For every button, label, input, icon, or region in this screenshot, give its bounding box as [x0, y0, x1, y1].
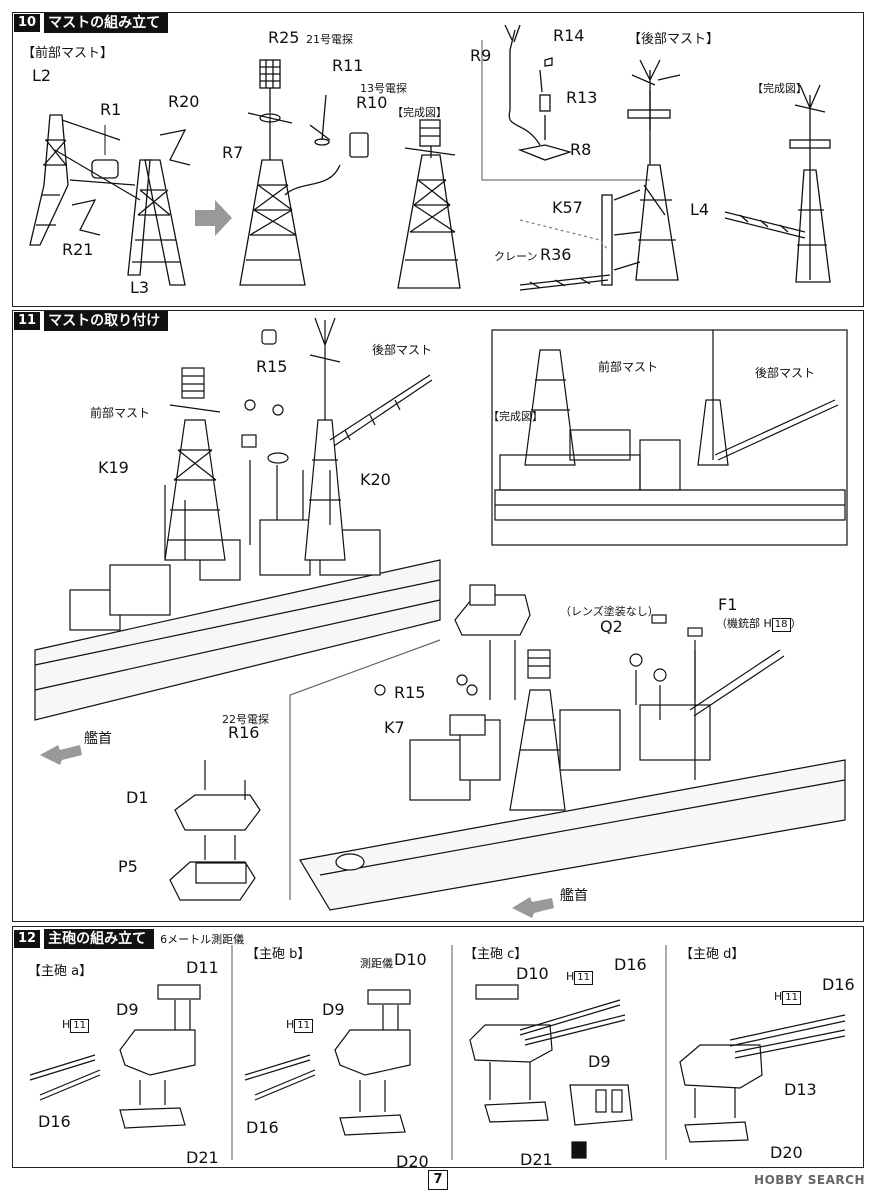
part-L2: L2 — [32, 66, 52, 85]
lens-note: （レンズ塗装なし） — [560, 605, 659, 618]
front-mast-label: 【前部マスト】 — [22, 46, 114, 61]
part-D21-c: D21 — [520, 1150, 553, 1169]
part-R25: R25 — [268, 28, 300, 47]
part-D1: D1 — [126, 788, 149, 807]
part-R7: R7 — [222, 143, 244, 162]
part-D13-d: D13 — [784, 1080, 817, 1099]
part-R13: R13 — [566, 88, 598, 107]
part-D21-a: D21 — [186, 1148, 219, 1167]
front-mast-label-completed: 前部マスト — [598, 360, 659, 374]
part-D10-b: D10 — [394, 950, 427, 969]
part-F1: F1 — [718, 595, 738, 614]
page-number: 7 — [428, 1170, 448, 1190]
bow-label-lower: 艦首 — [560, 888, 588, 904]
completed-label-rear: 【完成図】 — [752, 82, 807, 95]
rear-mast-label: 【後部マスト】 — [628, 32, 720, 47]
section-number: 12 — [14, 930, 41, 948]
part-R10: R10 — [356, 93, 388, 112]
radar-22-note: 22号電探 — [222, 713, 269, 726]
section-number: 10 — [14, 14, 41, 32]
mast-installation-diagram — [34, 317, 848, 918]
section-number: 11 — [14, 312, 41, 330]
section-10-divider — [481, 40, 650, 181]
completed-label: 【完成図】 — [488, 410, 543, 423]
part-R1: R1 — [100, 100, 122, 119]
section-title: マストの組み立て — [44, 13, 169, 33]
part-L3: L3 — [130, 278, 150, 297]
main-gun-assembly-diagram — [29, 945, 846, 1160]
part-D16-a: D16 — [38, 1112, 71, 1131]
part-R8: R8 — [570, 140, 592, 159]
part-R20: R20 — [168, 92, 200, 111]
section-subtitle: 6メートル測距儀 — [160, 933, 245, 946]
part-D16-d: D16 — [822, 975, 855, 994]
watermark: HOBBY SEARCH — [754, 1173, 865, 1187]
part-D9-a: D9 — [116, 1000, 139, 1019]
part-D16-c: D16 — [614, 955, 647, 974]
part-R15-lower: R15 — [394, 683, 426, 702]
turret-c-label: 【主砲 c】 — [464, 947, 528, 962]
part-R15: R15 — [256, 357, 288, 376]
part-K19: K19 — [98, 458, 129, 477]
part-D20-d: D20 — [770, 1143, 803, 1162]
front-mast-label: 前部マスト — [90, 406, 151, 420]
part-R9: R9 — [470, 46, 492, 65]
part-R21: R21 — [62, 240, 94, 259]
section-12-header: 12 主砲の組み立て 6メートル測距儀 — [14, 928, 244, 950]
part-R16: R16 — [228, 723, 260, 742]
section-title: 主砲の組み立て — [44, 929, 155, 949]
part-D20-b: D20 — [396, 1152, 429, 1171]
part-L4: L4 — [690, 200, 710, 219]
rear-mast-label: 後部マスト — [372, 343, 433, 357]
completed-label: 【完成図】 — [392, 106, 447, 119]
part-D10-c: D10 — [516, 964, 549, 983]
crane-label: クレーン — [494, 250, 538, 263]
turret-a-label: 【主砲 a】 — [28, 964, 93, 979]
part-D9-b: D9 — [322, 1000, 345, 1019]
part-K20: K20 — [360, 470, 391, 489]
front-mast-exploded-diagram — [29, 24, 831, 291]
part-R36: R36 — [540, 245, 572, 264]
part-D16-b: D16 — [246, 1118, 279, 1137]
part-D9-c: D9 — [588, 1052, 611, 1071]
rangefinder-note: 測距儀 — [360, 957, 393, 970]
part-D11: D11 — [186, 958, 219, 977]
section-10-header: 10 マストの組み立て — [14, 12, 169, 34]
part-R14: R14 — [553, 26, 585, 45]
turret-b-label: 【主砲 b】 — [246, 947, 311, 962]
part-R10-note: 13号電探 — [360, 82, 407, 95]
part-K7: K7 — [384, 718, 405, 737]
rear-mast-label-completed: 後部マスト — [755, 366, 816, 380]
part-P5: P5 — [118, 857, 138, 876]
part-R11: R11 — [332, 56, 364, 75]
section-title: マストの取り付け — [44, 311, 169, 331]
part-Q2: Q2 — [600, 617, 623, 636]
section-11-header: 11 マストの取り付け — [14, 310, 169, 332]
bow-label: 艦首 — [84, 731, 112, 747]
part-K57: K57 — [552, 198, 583, 217]
turret-d-label: 【主砲 d】 — [680, 947, 745, 962]
part-R25-note: 21号電探 — [306, 33, 353, 46]
